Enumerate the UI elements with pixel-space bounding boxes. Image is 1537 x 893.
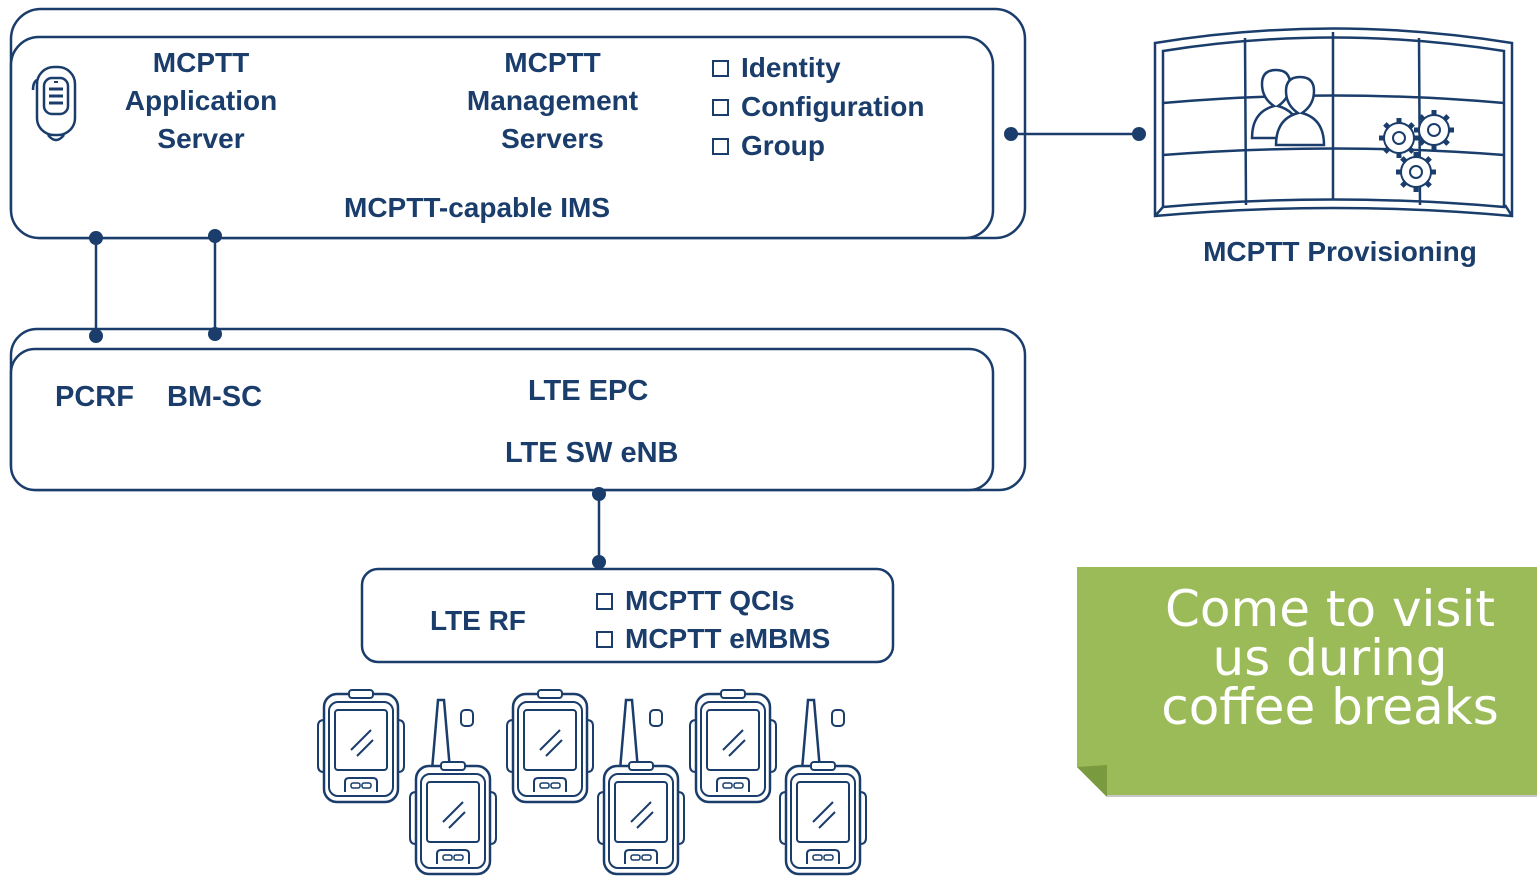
mgmt-servers-line-2: Management [466, 85, 639, 116]
radio-icon [596, 698, 686, 876]
mgmt-servers-label: MCPTT Management Servers [440, 44, 665, 158]
pcrf-label: PCRF [55, 381, 134, 413]
promo-line-3: coffee breaks [1161, 678, 1499, 736]
promo-line-2: us during [1212, 629, 1448, 687]
list-item-configuration: Configuration [712, 87, 925, 126]
app-server-label: MCPTT Application Server [96, 44, 306, 158]
app-server-line-1: MCPTT [152, 47, 250, 78]
radio-icon [408, 698, 498, 876]
list-item-qcis: MCPTT QCIs [596, 582, 830, 620]
handset-icon [316, 688, 406, 804]
list-item-identity: Identity [712, 48, 925, 87]
list-item-group: Group [712, 126, 925, 165]
users-icon [1250, 68, 1326, 147]
mgmt-items-list: Identity Configuration Group [712, 48, 925, 165]
radio-icon [778, 698, 868, 876]
microphone-icon [31, 65, 77, 142]
promo-banner [1077, 567, 1537, 797]
rf-items-list: MCPTT QCIs MCPTT eMBMS [596, 582, 830, 658]
connector-bmsc [208, 229, 222, 341]
provisioning-label: MCPTT Provisioning [1203, 236, 1477, 267]
rf-label: LTE RF [430, 605, 526, 636]
handset-icon [688, 688, 778, 804]
promo-line-1: Come to visit [1165, 580, 1495, 638]
epc-label: LTE EPC [528, 375, 649, 407]
promo-banner-text: Come to visit us during coffee breaks [1095, 580, 1537, 736]
epc-box [9, 327, 1027, 492]
bmsc-label: BM-SC [167, 381, 263, 413]
connector-pcrf [89, 231, 103, 343]
app-server-line-2: Application [124, 85, 278, 116]
list-item-embms: MCPTT eMBMS [596, 620, 830, 658]
mgmt-servers-line-3: Servers [501, 123, 604, 154]
video-wall-icon [1153, 27, 1514, 218]
connector-provisioning [1004, 127, 1146, 141]
connector-enb-rf [592, 487, 606, 569]
handset-icon [505, 688, 595, 804]
app-server-line-3: Server [157, 123, 245, 154]
mgmt-servers-line-1: MCPTT [504, 47, 601, 78]
ims-title: MCPTT-capable IMS [344, 192, 611, 223]
enb-label: LTE SW eNB [505, 437, 679, 469]
